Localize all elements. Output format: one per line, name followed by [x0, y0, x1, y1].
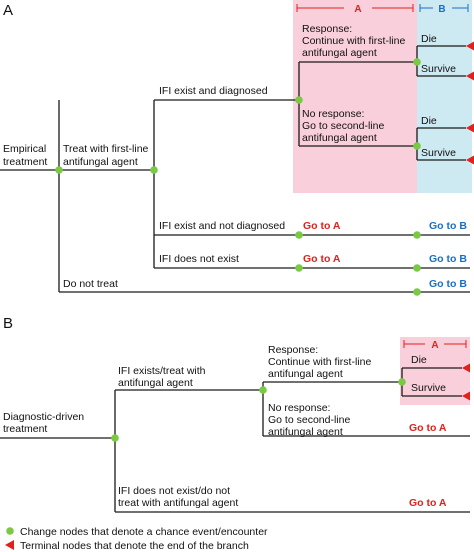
b-die-label: Die — [411, 354, 427, 366]
legend-terminal-node-icon — [5, 540, 14, 550]
a-response-label-line1: Response: — [302, 23, 352, 35]
b-die-terminal-node — [462, 363, 470, 373]
panel-b-label: B — [3, 315, 13, 332]
b-no-response-go-to-a: Go to A — [409, 422, 447, 434]
a-no-response-label-line1: No response: — [302, 108, 364, 120]
a-do-not-treat-label: Do not treat — [63, 278, 118, 290]
legend-chance-node-icon — [6, 527, 14, 535]
a-no-response-survive-terminal-node — [466, 155, 474, 165]
b-no-response-label-line3: antifungal agent — [268, 426, 343, 438]
b-ifi-exists-label-line2: antifungal agent — [118, 377, 193, 389]
b-survive-terminal-node — [462, 391, 470, 401]
b-ifi-not-exist-label-line2: treat with antifungal agent — [118, 497, 238, 509]
a-diagnosed-chance-node — [295, 96, 303, 104]
a-ifi-not-exist-label: IFI does not exist — [159, 253, 239, 265]
a-no-response-label-line2: Go to second-line — [302, 120, 384, 132]
b-ifi-not-exist-label-line1: IFI does not exist/do not — [118, 485, 230, 497]
panel-b-region-a-box — [400, 337, 470, 405]
b-response-label-line2: Continue with first-line — [268, 356, 371, 368]
a-no-response-die-terminal-node — [466, 123, 474, 133]
b-survive-label: Survive — [411, 382, 446, 394]
a-response-chance-node — [413, 58, 421, 66]
b-response-chance-node — [398, 378, 406, 386]
b-root-label-line2: treatment — [3, 423, 47, 435]
panel-a-label: A — [3, 2, 13, 19]
b-root-chance-node — [111, 434, 119, 442]
panel-b-branches — [0, 367, 470, 513]
a-not-exist-go-to-b: Go to B — [429, 253, 467, 265]
a-treat-label-line2: antifungal agent — [63, 156, 138, 168]
a-response-die-terminal-node — [466, 41, 474, 51]
b-response-label-line1: Response: — [268, 344, 318, 356]
region-b-box — [417, 0, 472, 193]
a-root-label-line2: treatment — [3, 156, 47, 168]
a-treat-label-line1: Treat with first-line — [63, 143, 149, 155]
a-no-response-chance-node — [413, 142, 421, 150]
a-not-diagnosed-go-to-a: Go to A — [303, 220, 341, 232]
region-a-box — [293, 0, 417, 193]
a-not-diagnosed-chance-node — [295, 231, 303, 239]
a-not-exist-go-to-a: Go to A — [303, 253, 341, 265]
a-do-not-treat-go-to-b: Go to B — [429, 278, 467, 290]
a-no-response-die-label: Die — [421, 115, 437, 127]
panel-a-branches — [0, 45, 470, 293]
a-not-diagnosed-go-to-b: Go to B — [429, 220, 467, 232]
b-root-label-line1: Diagnostic-driven — [3, 411, 84, 423]
a-response-label-line3: antifungal agent — [302, 47, 377, 59]
b-ifi-exists-label-line1: IFI exists/treat with — [118, 365, 206, 377]
a-response-survive-terminal-node — [466, 71, 474, 81]
region-b-header-label: B — [438, 4, 445, 15]
b-response-label-line3: antifungal agent — [268, 368, 343, 380]
a-response-survive-label: Survive — [421, 63, 456, 75]
b-ifi-not-exist-go-to-a: Go to A — [409, 497, 447, 509]
a-response-die-label: Die — [421, 33, 437, 45]
a-root-label-line1: Empirical — [3, 143, 46, 155]
legend-terminal-node-label: Terminal nodes that denote the end of th… — [20, 540, 249, 552]
a-ifi-not-diagnosed-label: IFI exist and not diagnosed — [159, 220, 285, 232]
a-ifi-diagnosed-label: IFI exist and diagnosed — [159, 85, 268, 97]
a-root-chance-node — [55, 166, 63, 174]
a-no-response-label-line3: antifungal agent — [302, 132, 377, 144]
a-response-label-line2: Continue with first-line — [302, 35, 405, 47]
a-no-response-survive-label: Survive — [421, 147, 456, 159]
legend-chance-node-label: Change nodes that denote a chance event/… — [20, 526, 268, 538]
b-no-response-label-line1: No response: — [268, 402, 330, 414]
a-treat-chance-node — [150, 166, 158, 174]
b-no-response-label-line2: Go to second-line — [268, 414, 350, 426]
region-a-header-label: A — [354, 4, 361, 15]
a-do-not-treat-chance-node — [413, 288, 421, 296]
a-not-exist-b-chance-node — [413, 264, 421, 272]
a-not-diagnosed-b-chance-node — [413, 231, 421, 239]
b-region-a-header-label: A — [431, 340, 438, 351]
a-not-exist-chance-node — [295, 264, 303, 272]
b-ifi-exists-chance-node — [259, 386, 267, 394]
